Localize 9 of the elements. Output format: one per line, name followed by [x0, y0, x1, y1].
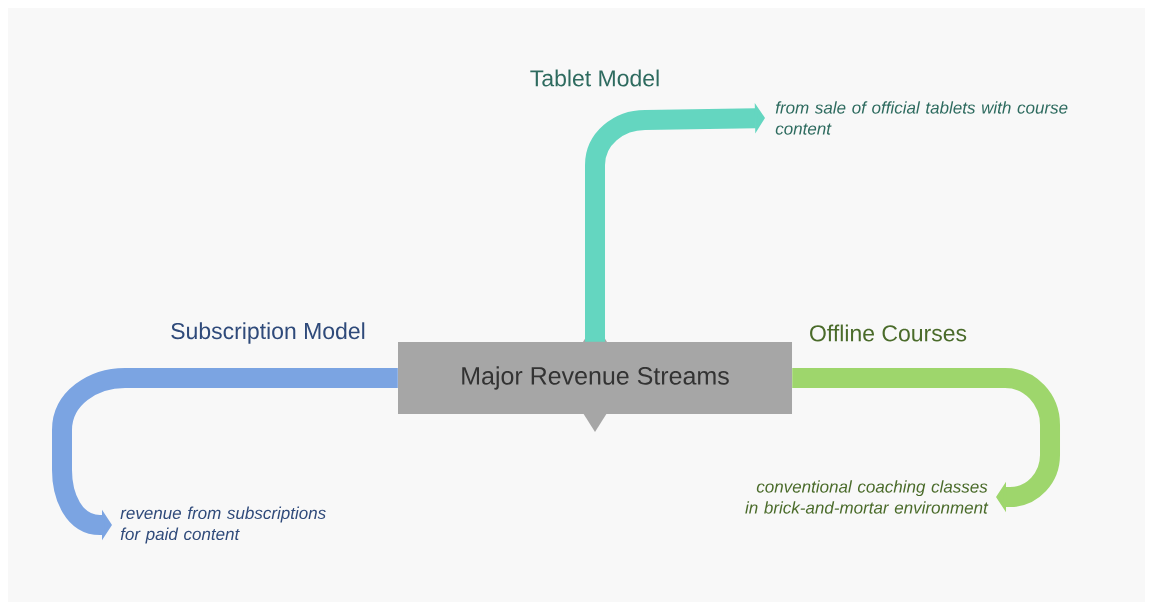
description-text: from sale of official tablets with course content	[775, 101, 1068, 135]
central-box: Major Revenue Streams	[398, 322, 792, 432]
arrow	[792, 368, 1060, 513]
arrow	[585, 102, 765, 342]
description-text: conventional coaching classes in brick-and-mortar environment	[745, 480, 989, 514]
branch-heading: Tablet Model	[530, 69, 659, 87]
branch-heading: Subscription Model	[171, 322, 365, 344]
branch-heading: Offline Courses	[810, 324, 967, 342]
description-text: revenue from subscriptions for paid content	[120, 506, 326, 544]
